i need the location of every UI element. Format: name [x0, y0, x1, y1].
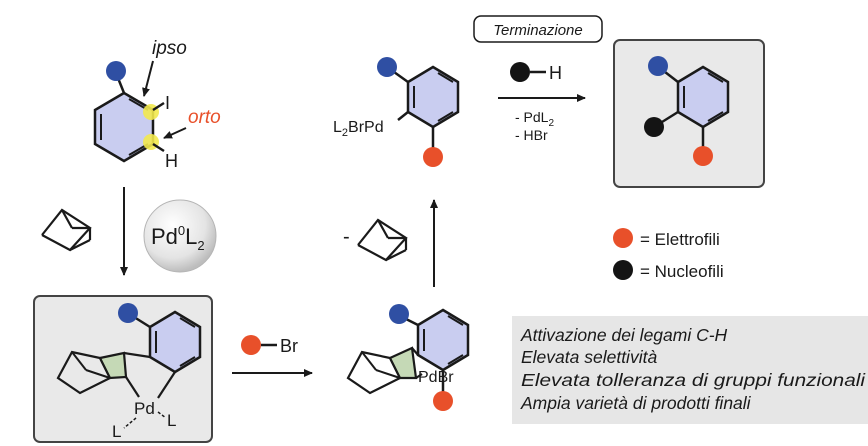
palladium-label: Pd	[134, 399, 155, 418]
pdbr-label: PdBr	[418, 369, 454, 386]
catalyst-ligand: L	[185, 224, 197, 249]
features-box: Attivazione dei legami C-H Elevata selet…	[512, 316, 868, 424]
ligand-subscript: 2	[342, 127, 348, 139]
termination-label: Terminazione	[493, 22, 583, 39]
blue-substituent	[648, 56, 668, 76]
alkylated-palladacycle: PdBr	[346, 304, 470, 411]
catalyst-pd: Pd	[151, 224, 178, 249]
catalyst-oxidation-state: 0	[178, 223, 185, 238]
legend-electrophile-dot	[613, 228, 633, 248]
orto-label: orto	[188, 107, 221, 128]
ligand-l: L	[333, 119, 342, 136]
legend: = Elettrofili = Nucleofili	[613, 228, 724, 281]
pd0l2-catalyst: Pd0L2	[143, 199, 217, 273]
starting-aryl-iodide: I H ipso orto	[93, 38, 221, 171]
hydride-h-label: H	[549, 63, 562, 83]
byproduct-pdl2: - PdL	[515, 109, 549, 125]
blue-substituent	[377, 57, 397, 77]
hydride-reagent: H	[510, 62, 562, 83]
brpd-label: BrPd	[348, 119, 384, 136]
aryl-palladium-bromide: L2BrPd	[333, 57, 460, 167]
svg-text:L2BrPd: L2BrPd	[333, 119, 384, 139]
bromide-reagent: Br	[241, 335, 298, 356]
red-substituent	[423, 147, 443, 167]
norbornene-extruded	[357, 218, 408, 262]
bromine-label: Br	[280, 336, 298, 356]
final-product	[613, 39, 765, 188]
feature-3: Elevata tolleranza di gruppi funzionali	[521, 370, 866, 390]
termination-tag: Terminazione	[473, 15, 603, 43]
hydrogen-label: H	[165, 151, 178, 171]
blue-substituent	[389, 304, 409, 324]
blue-substituent	[106, 61, 126, 81]
palladacycle-intermediate: Pd L L	[33, 295, 213, 443]
iodine-label: I	[165, 93, 170, 113]
legend-nucleophile-dot	[613, 260, 633, 280]
benzene-ring	[93, 91, 155, 163]
svg-text:- PdL2: - PdL2	[515, 109, 554, 129]
ligand-label-2: L	[167, 411, 176, 430]
svg-text:Pd0L2: Pd0L2	[151, 223, 205, 253]
feature-4: Ampia varietà di prodotti finali	[520, 393, 752, 413]
norbornene-reagent	[41, 208, 92, 252]
byproduct-pdl2-subscript: 2	[548, 118, 554, 129]
legend-nucleophiles: = Nucleofili	[640, 262, 724, 281]
red-substituent	[693, 146, 713, 166]
black-substituent	[644, 117, 664, 137]
feature-2: Elevata selettività	[521, 347, 657, 367]
catalyst-ligand-count: 2	[197, 238, 204, 253]
legend-electrophiles: = Elettrofili	[640, 230, 720, 249]
red-substituent	[433, 391, 453, 411]
byproduct-hbr: - HBr	[515, 127, 548, 143]
minus-sign: -	[343, 226, 350, 248]
ipso-label: ipso	[152, 38, 187, 59]
feature-1: Attivazione dei legami C-H	[520, 325, 728, 345]
blue-substituent	[118, 303, 138, 323]
ligand-label-1: L	[112, 422, 121, 441]
